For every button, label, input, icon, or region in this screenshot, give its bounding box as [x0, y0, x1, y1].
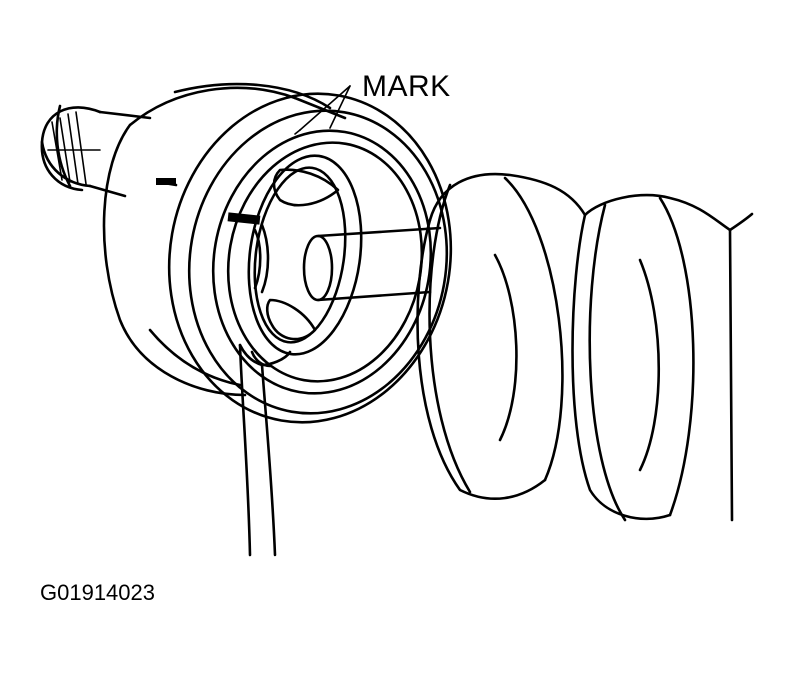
mark-leader-lines	[294, 85, 351, 135]
pry-tool	[238, 343, 292, 557]
housing-rim	[167, 92, 453, 424]
axle-shaft	[302, 226, 442, 302]
mark-label: MARK	[362, 70, 451, 103]
outer-housing	[102, 82, 347, 397]
boot-bellows	[416, 172, 754, 522]
figure-id: G01914023	[40, 580, 155, 605]
tripod-assembly	[247, 154, 363, 356]
splined-stub-shaft	[40, 104, 152, 198]
